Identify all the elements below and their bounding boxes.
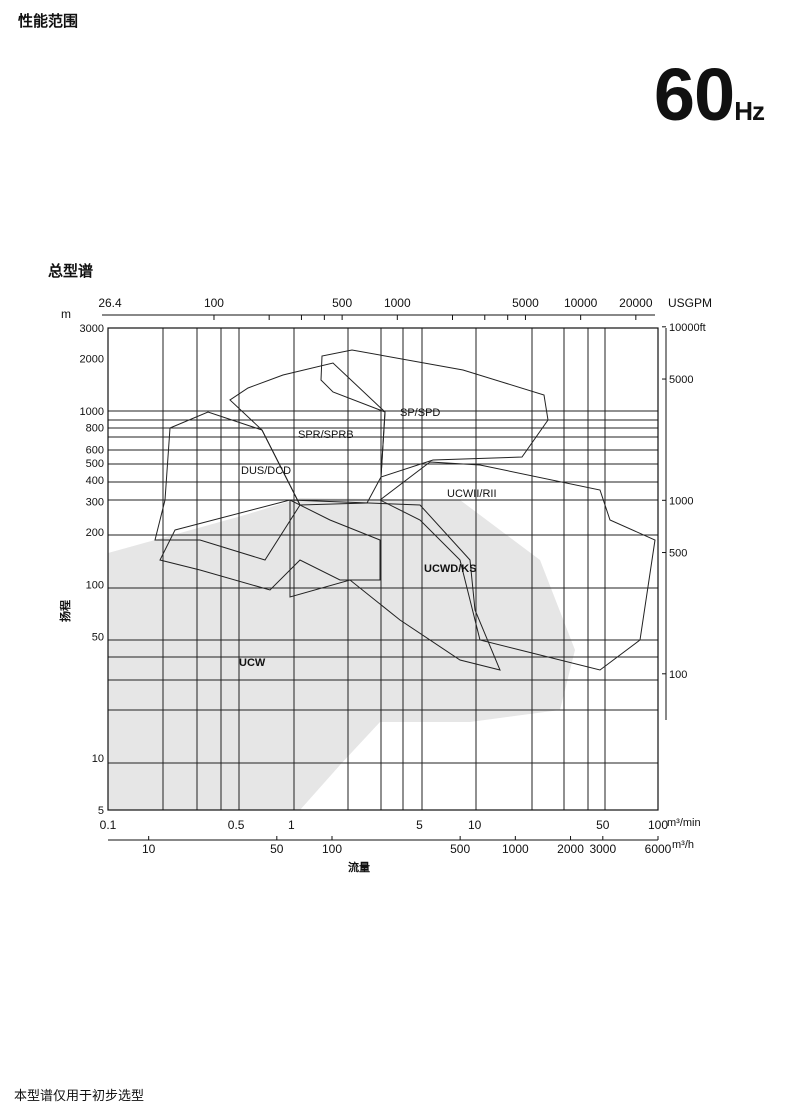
region-label-dus-dcd: DUS/DCD	[241, 465, 291, 477]
x-top-tick-label: 5000	[512, 296, 539, 310]
x-bottom2-tick-label: 10	[142, 842, 156, 856]
y-right-tick-label: 100	[669, 669, 687, 681]
x-bottom1-tick-label: 100	[648, 818, 668, 832]
y-left-tick-label: 300	[86, 496, 104, 508]
region-outline-dus-dcd	[154, 411, 301, 561]
frequency-value: 60	[653, 53, 735, 136]
x-bottom1-tick-label: 0.1	[100, 818, 117, 832]
x-axis-label: 流量	[348, 860, 370, 874]
x-bottom1-tick-label: 1	[288, 818, 295, 832]
x-top-tick-label: 1000	[384, 296, 411, 310]
frequency-badge: 60Hz	[653, 52, 765, 137]
x-top-tick-label: 500	[332, 296, 352, 310]
region-label-ucwii-rii: UCWII/RII	[447, 488, 497, 500]
region-outline-spr-sprb	[229, 362, 386, 506]
x-bottom1-tick-label: 5	[416, 818, 423, 832]
x-bottom2-tick-label: 1000	[502, 842, 529, 856]
y-right-tick-label: 500	[669, 548, 687, 560]
y-left-tick-label: 400	[86, 475, 104, 487]
y-axis-label: 扬程	[58, 600, 72, 622]
footnote: 本型谱仅用于初步选型	[14, 1088, 145, 1103]
region-outlines	[154, 349, 656, 671]
y-left-tick-label: 10	[92, 753, 104, 765]
x-top-unit: USGPM	[668, 296, 712, 310]
region-label-spr-sprb: SPR/SPRB	[298, 429, 354, 441]
plot-frame	[107, 327, 659, 811]
x-bottom2-tick-label: 6000	[645, 842, 672, 856]
region-outline-ucwd-ks	[289, 499, 501, 671]
y-left-tick-label: 100	[86, 579, 104, 591]
x-top-tick-label: 26.4	[98, 296, 122, 310]
region-outline-ucwii-rii	[379, 461, 656, 671]
x-bottom2-tick-label: 2000	[557, 842, 584, 856]
ucw-shaded-area	[108, 498, 575, 810]
region-outline-ucw	[159, 499, 381, 591]
document-title: 性能范围	[18, 13, 79, 30]
axes: 3000200010008006005004003002001005010510…	[80, 296, 706, 856]
y-left-tick-label: 50	[92, 632, 104, 644]
x-bottom1-tick-label: 50	[596, 818, 610, 832]
chart-title: 总型谱	[48, 263, 94, 280]
x-bottom2-tick-label: 100	[322, 842, 342, 856]
x-bottom2-unit: m³/h	[672, 839, 694, 851]
frequency-unit: Hz	[734, 96, 765, 126]
y-right-tick-label: 5000	[669, 374, 693, 386]
y-left-tick-label: 5	[98, 805, 104, 817]
y-right-tick-label: 10000ft	[669, 322, 706, 334]
y-left-tick-label: 500	[86, 458, 104, 470]
y-left-tick-label: 2000	[80, 354, 104, 366]
x-top-tick-label: 10000	[564, 296, 598, 310]
x-bottom2-tick-label: 500	[450, 842, 470, 856]
region-label-ucwd-ks: UCWD/KS	[424, 563, 477, 575]
region-labels: SP/SPD SPR/SPRB DUS/DCD UCWII/RII UCWD/K…	[239, 407, 497, 669]
x-bottom1-tick-label: 0.5	[228, 818, 245, 832]
x-top-tick-label: 20000	[619, 296, 653, 310]
x-bottom2-tick-label: 50	[270, 842, 284, 856]
x-bottom1-unit: m³/min	[667, 817, 701, 829]
region-label-sp-spd: SP/SPD	[400, 407, 440, 419]
y-left-tick-label: 3000	[80, 323, 104, 335]
y-left-tick-label: 1000	[80, 406, 104, 418]
x-bottom2-tick-label: 3000	[589, 842, 616, 856]
y-left-tick-label: 600	[86, 444, 104, 456]
region-label-ucw: UCW	[239, 657, 266, 669]
region-outline-sp-spd	[320, 349, 549, 478]
y-left-tick-label: 800	[86, 423, 104, 435]
y-left-unit: m	[61, 307, 71, 321]
x-top-tick-label: 100	[204, 296, 224, 310]
y-right-tick-label: 1000	[669, 495, 693, 507]
y-left-tick-label: 200	[86, 527, 104, 539]
x-bottom1-tick-label: 10	[468, 818, 482, 832]
